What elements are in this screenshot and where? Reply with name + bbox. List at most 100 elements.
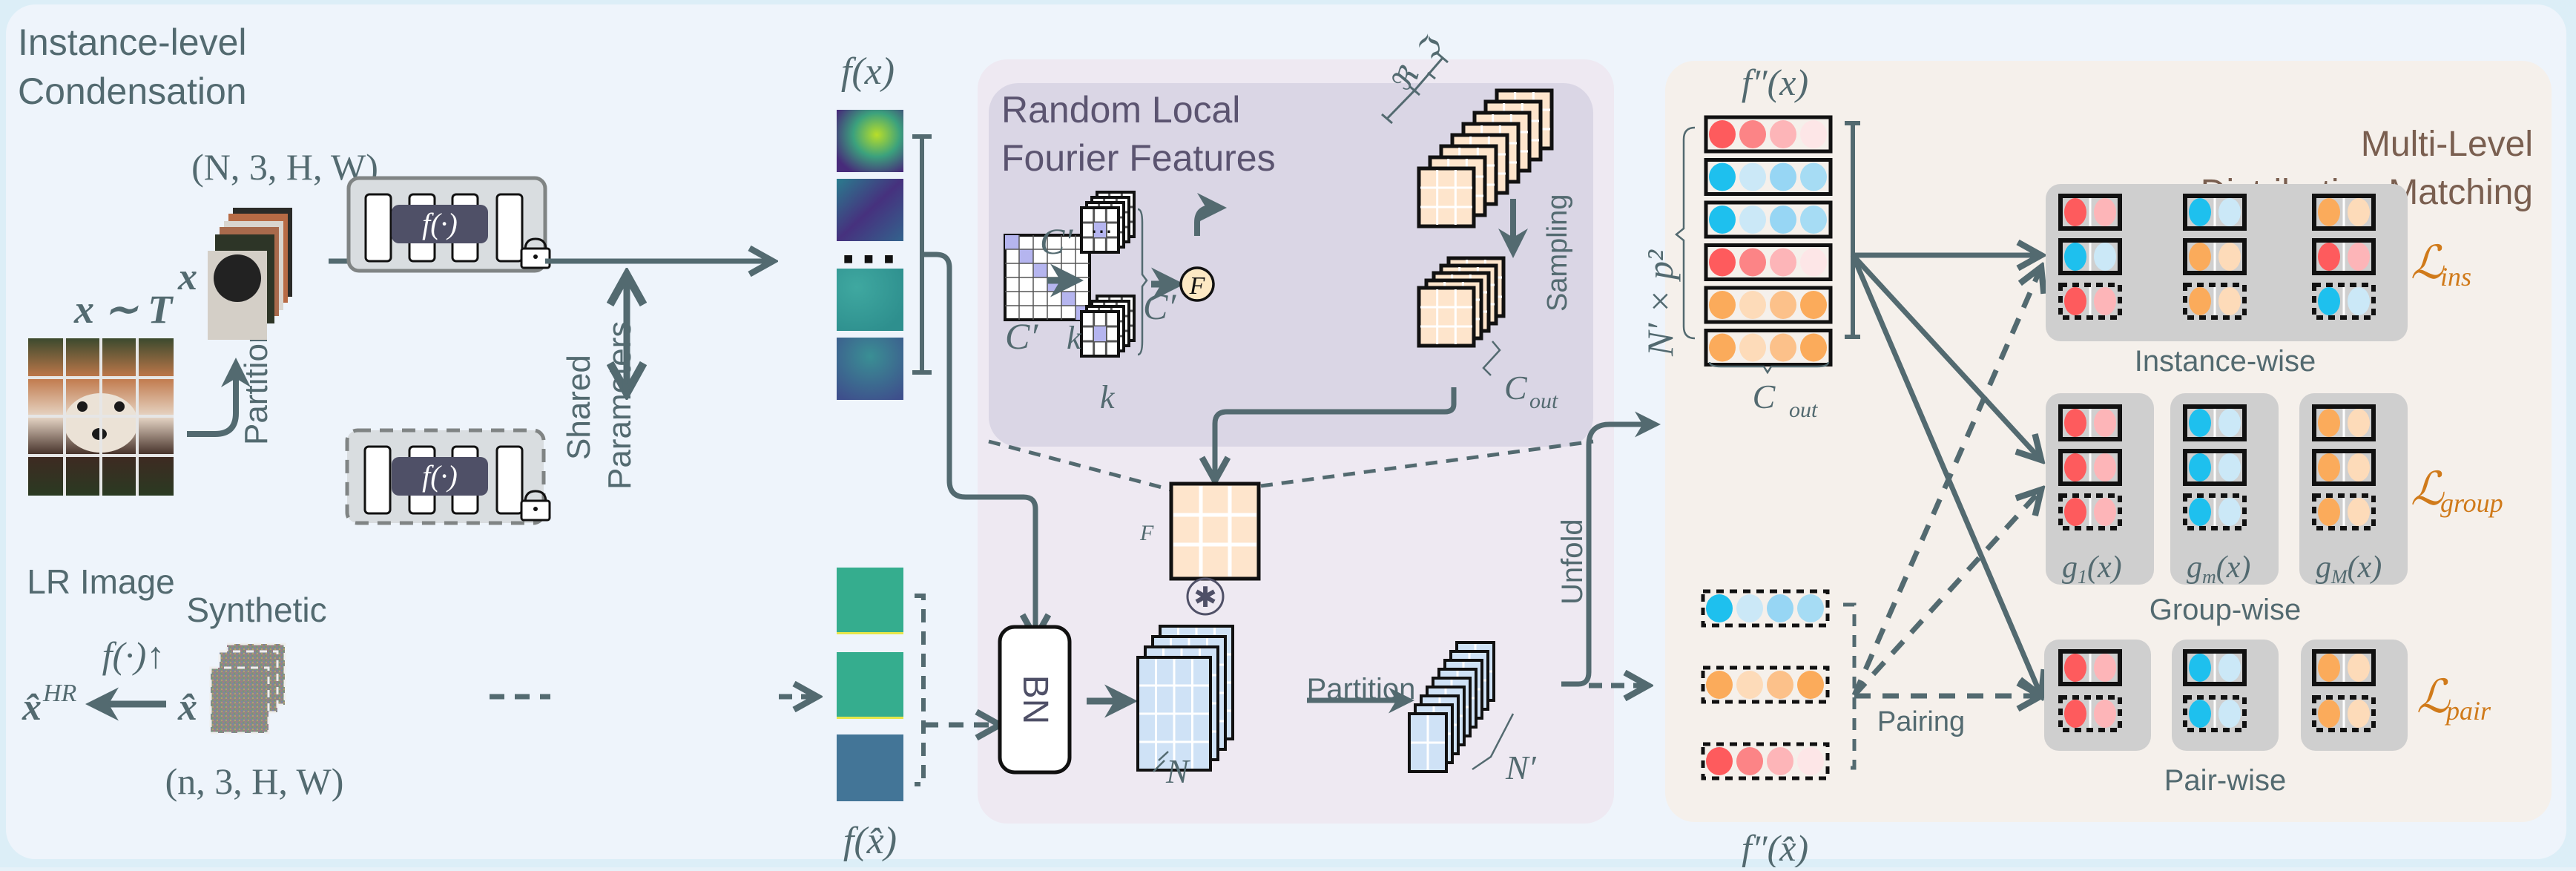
syn-to-instance-arrow — [1851, 267, 2041, 697]
real-rows-bracket — [1845, 121, 1860, 339]
batch-norm-block: BN — [998, 625, 1072, 775]
cell-dot — [2094, 409, 2116, 437]
loss-pair-symbol: ℒ — [2417, 672, 2451, 723]
cell-dot — [2348, 243, 2370, 271]
feature-dot — [1709, 206, 1736, 234]
partition-arrow — [187, 358, 251, 437]
network-synthetic: f(·) — [345, 428, 546, 525]
synthetic-feature-rows — [1701, 589, 1830, 780]
cell-dot — [2318, 198, 2340, 226]
feature-dot — [1706, 671, 1733, 699]
cell-dot — [2318, 409, 2340, 437]
feature-dot — [1709, 291, 1736, 319]
synthetic-image-stack — [209, 642, 286, 734]
real-fmap-label: f(x) — [841, 50, 895, 93]
fourier-filter — [1169, 481, 1261, 581]
cell-dot — [2189, 409, 2211, 437]
lr-image — [28, 338, 174, 496]
x-shape: (N, 3, H, W) — [191, 146, 378, 188]
ellipsis: ■ ■ ■ — [843, 249, 897, 268]
feature-dot — [1767, 747, 1793, 775]
cout-brace — [1482, 341, 1501, 376]
unfold-label: Unfold — [1556, 519, 1589, 605]
feature-dot — [1800, 333, 1827, 362]
feature-dot — [1736, 747, 1763, 775]
cout-label: C — [1504, 369, 1528, 407]
cell-dot — [2318, 287, 2340, 315]
feature-map — [837, 110, 903, 172]
c-prime-label: C′ — [1040, 220, 1073, 262]
sampled-spectrum-stack — [1417, 256, 1506, 348]
mldm-title: Multi-Level — [2361, 125, 2533, 164]
pair-caption: Pair-wise — [2164, 764, 2286, 797]
feature-dot — [1770, 120, 1796, 148]
selected-kernel-cell — [1094, 326, 1106, 341]
c-prime-label: C′ — [1005, 315, 1038, 357]
feature-dot — [1770, 333, 1796, 362]
n-prime-brace — [1472, 713, 1515, 771]
synthetic-cell — [2058, 493, 2122, 530]
loss-pair-sub: pair — [2444, 696, 2491, 726]
feature-dot — [1709, 120, 1736, 148]
fourier-transform-node: F — [1179, 266, 1215, 302]
feature-dot — [1800, 120, 1827, 148]
real-cell — [2312, 238, 2376, 275]
syn-rows-bracket — [1843, 602, 1857, 770]
feature-dot — [1800, 291, 1827, 319]
cell-dot — [2348, 198, 2370, 226]
synthetic-label: Synthetic — [186, 591, 326, 629]
real-feature-maps — [837, 110, 903, 400]
selected-channel-cell — [1005, 235, 1019, 249]
group-label-sub: M — [2330, 566, 2348, 588]
cell-dot — [2348, 453, 2370, 481]
feature-dot — [1736, 671, 1763, 699]
group-caption: Group-wise — [2150, 594, 2302, 626]
patch-stack — [208, 208, 292, 340]
real-cell — [2183, 404, 2247, 441]
group-label: g1(x) — [2062, 550, 2122, 588]
cout-label: C — [1753, 378, 1776, 415]
real-cell — [2183, 194, 2247, 231]
n-label: N — [1165, 752, 1190, 790]
feature-dot — [1739, 120, 1766, 148]
loss-ins-symbol: ℒ — [2411, 238, 2445, 289]
synthetic-cell — [2058, 695, 2122, 732]
synthetic-cell — [2183, 493, 2247, 530]
cell-dot — [2094, 700, 2116, 728]
k-label: k — [1100, 379, 1116, 415]
cell-dot — [2064, 453, 2086, 481]
real-imag-bracket — [1381, 52, 1449, 125]
group-label: gm(x) — [2187, 550, 2250, 588]
cell-dot — [2318, 654, 2340, 682]
cell-dot — [2094, 198, 2116, 226]
feature-row-real — [1704, 158, 1833, 196]
cell-dot — [2189, 654, 2211, 682]
cout-sub: out — [1789, 398, 1818, 422]
feature-row-real — [1704, 115, 1833, 154]
xhat-shape: (n, 3, H, W) — [165, 760, 344, 802]
cell-dot — [2348, 287, 2370, 315]
feature-dot — [1709, 162, 1736, 191]
synthetic-cell — [2058, 283, 2122, 320]
spectrum-to-filter-arrow — [1215, 387, 1457, 481]
lr-image-caption: LR Image — [27, 562, 174, 601]
x-dist-label: x ∼ T — [73, 287, 174, 332]
cell-dot — [2348, 654, 2370, 682]
cell-dot — [2064, 498, 2086, 526]
kernel-brace — [1137, 208, 1148, 356]
loss-ins-sub: ins — [2440, 262, 2471, 292]
group-label-sub: m — [2202, 566, 2216, 588]
feature-row-synthetic — [1701, 665, 1830, 704]
unfold-arrow — [1561, 411, 1661, 687]
real-cell — [2183, 449, 2247, 486]
cell-dot — [2318, 243, 2340, 271]
synthetic-cell — [2312, 695, 2376, 732]
cell-dot — [2189, 453, 2211, 481]
feature-dot — [1800, 206, 1827, 234]
feature-row-real — [1704, 286, 1833, 324]
feature-dot — [1709, 333, 1736, 362]
real-unfold-label: f″(x) — [1742, 62, 1808, 103]
feature-dot — [1706, 594, 1733, 622]
